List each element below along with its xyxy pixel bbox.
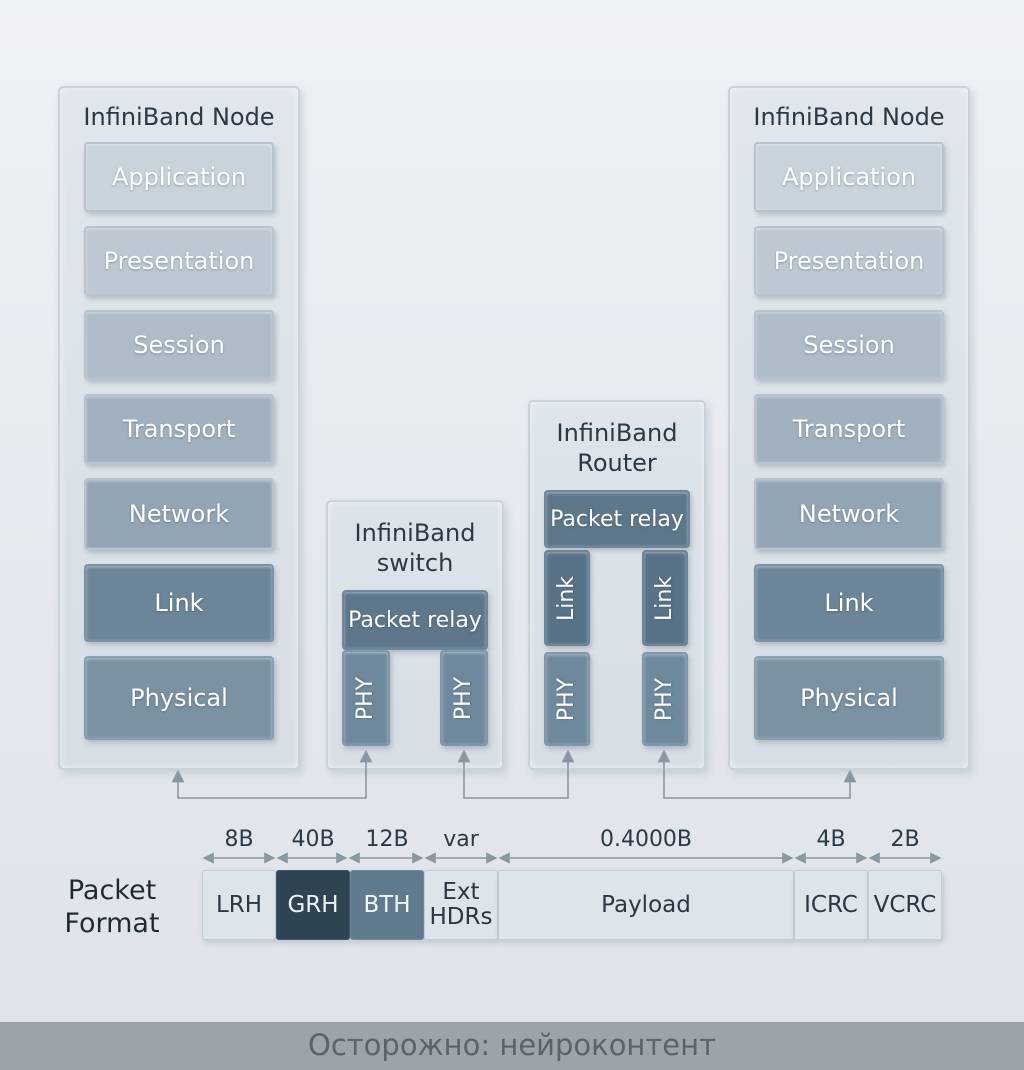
field-bth: BTH xyxy=(350,870,424,940)
size-grh: 40B xyxy=(291,827,335,852)
field-ext-hdrs-line1: Ext xyxy=(442,879,480,905)
router-link-right: Link xyxy=(642,550,688,646)
right-layer-transport: Transport xyxy=(754,394,944,464)
size-bth: 12B xyxy=(365,827,409,852)
packet-format-label: Packet Format xyxy=(64,874,160,940)
switch-title-line2: switch xyxy=(376,549,454,577)
left-layer-physical: Physical xyxy=(84,656,274,740)
size-payload: 0.4000B xyxy=(599,827,693,852)
right-layer-application: Application xyxy=(754,142,944,212)
field-vcrc: VCRC xyxy=(868,870,942,940)
left-layer-presentation: Presentation xyxy=(84,226,274,296)
left-layer-session: Session xyxy=(84,310,274,380)
switch-packet-relay: Packet relay xyxy=(342,590,488,650)
router-link-left: Link xyxy=(544,550,590,646)
router-phy-right: PHY xyxy=(642,652,688,746)
switch-phy-left: PHY xyxy=(342,650,390,746)
right-layer-presentation: Presentation xyxy=(754,226,944,296)
switch-title-line1: InfiniBand xyxy=(354,519,476,547)
size-ext-hdrs: var xyxy=(443,827,479,852)
field-payload: Payload xyxy=(498,870,794,940)
right-node-title: InfiniBand Node xyxy=(753,103,945,131)
right-layer-link: Link xyxy=(754,564,944,642)
left-layer-network: Network xyxy=(84,478,274,550)
router-title-line2: Router xyxy=(577,449,657,477)
router-title-line1: InfiniBand xyxy=(556,419,678,447)
arrow-router-to-node xyxy=(657,749,857,799)
size-lrh: 8B xyxy=(224,827,254,852)
router-packet-relay: Packet relay xyxy=(544,490,690,548)
field-icrc: ICRC xyxy=(794,870,868,940)
arrow-node-to-switch xyxy=(171,749,373,799)
right-layer-physical: Physical xyxy=(754,656,944,740)
left-layer-application: Application xyxy=(84,142,274,212)
right-layer-session: Session xyxy=(754,310,944,380)
field-grh: GRH xyxy=(276,870,350,940)
field-lrh: LRH xyxy=(202,870,276,940)
packet-format-label-line2: Format xyxy=(64,908,160,939)
left-node-title: InfiniBand Node xyxy=(83,103,275,131)
packet-format-label-line1: Packet xyxy=(67,875,157,906)
size-vcrc: 2B xyxy=(890,827,920,852)
footer-warning: Осторожно: нейроконтент xyxy=(0,1022,1024,1070)
size-icrc: 4B xyxy=(816,827,846,852)
left-layer-transport: Transport xyxy=(84,394,274,464)
router-phy-left: PHY xyxy=(544,652,590,746)
left-layer-link: Link xyxy=(84,564,274,642)
arrow-switch-to-router xyxy=(457,749,575,799)
field-ext-hdrs-line2: HDRs xyxy=(429,904,493,930)
right-layer-network: Network xyxy=(754,478,944,550)
field-ext-hdrs: Ext HDRs xyxy=(424,870,498,940)
switch-phy-right: PHY xyxy=(440,650,488,746)
